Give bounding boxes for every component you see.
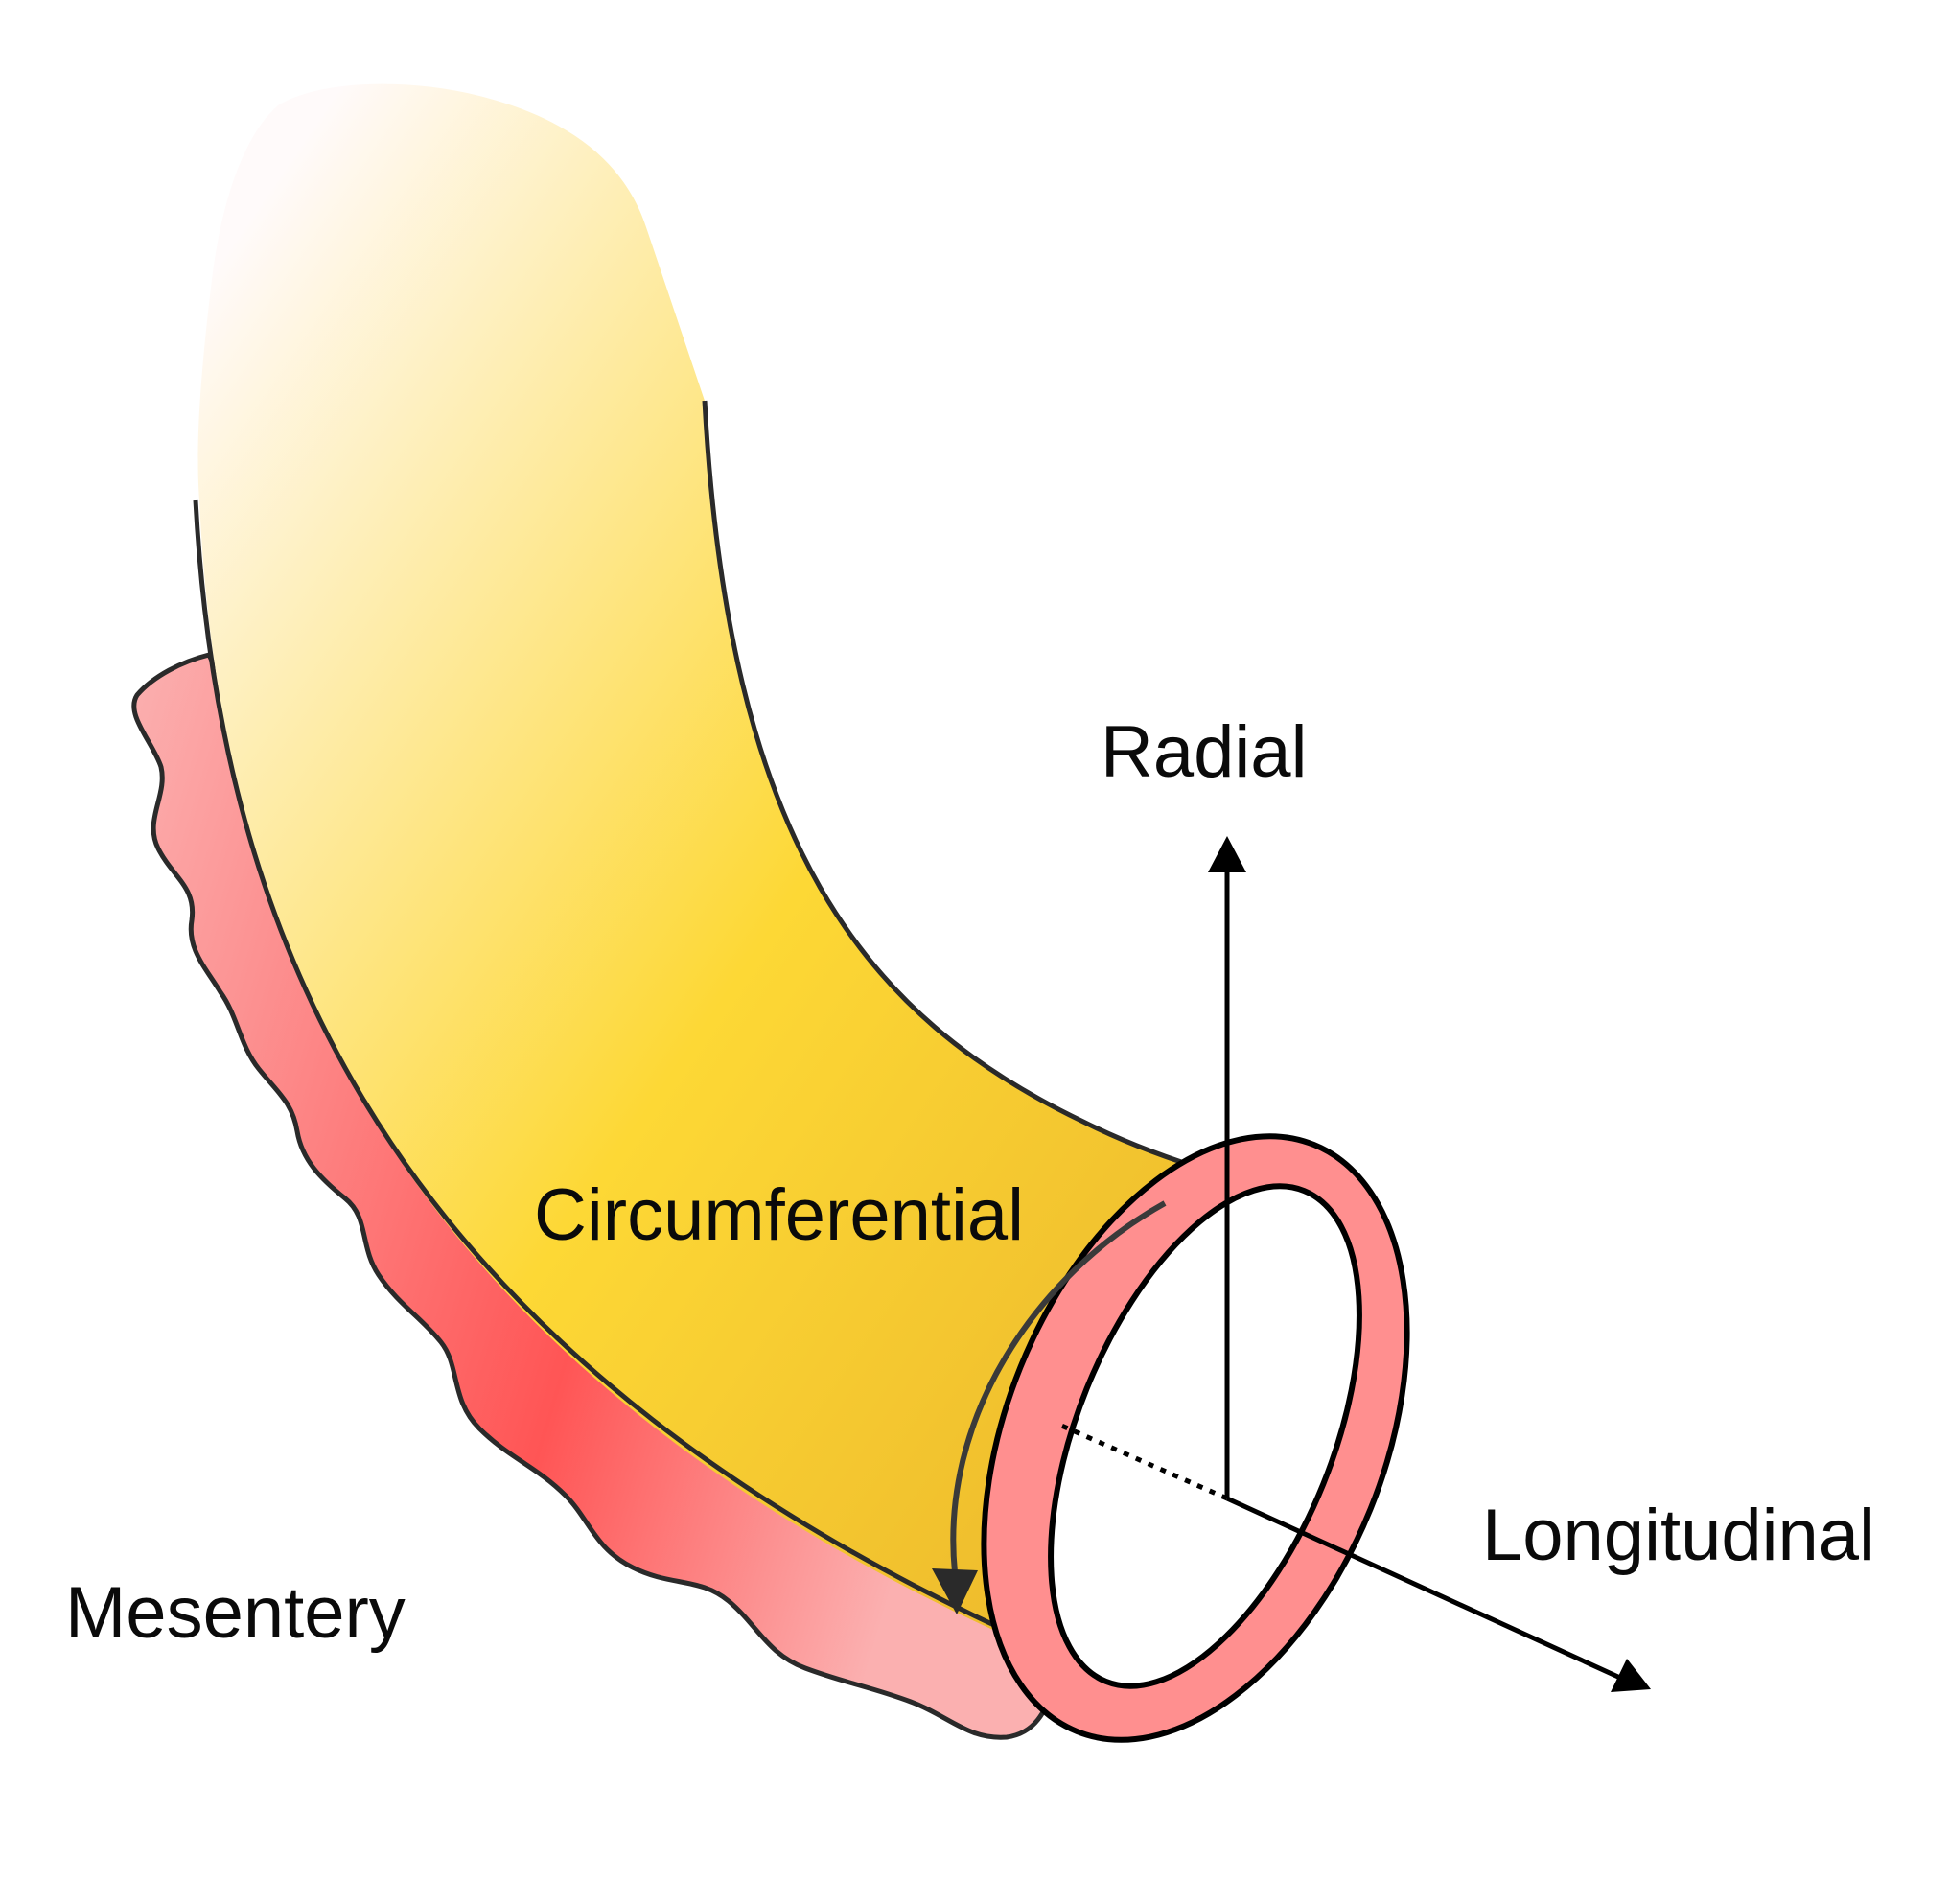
longitudinal-axis-arrow — [1225, 1496, 1622, 1681]
circumferential-arrow — [950, 1200, 1167, 1573]
longitudinal-label: Longitudinal — [1482, 1495, 1875, 1576]
tube-left-edge — [193, 499, 1065, 1660]
radial-label: Radial — [1101, 711, 1307, 793]
longitudinal-arrowhead — [1611, 1659, 1651, 1692]
longitudinal-axis-hidden — [1057, 1422, 1229, 1501]
tube-lumen — [1048, 1183, 1362, 1689]
radial-arrowhead — [1208, 836, 1246, 872]
mesentery-label: Mesentery — [65, 1572, 406, 1654]
circumferential-arrowhead — [932, 1568, 978, 1614]
tube-body — [197, 83, 1350, 1653]
circumferential-label: Circumferential — [534, 1174, 1024, 1256]
